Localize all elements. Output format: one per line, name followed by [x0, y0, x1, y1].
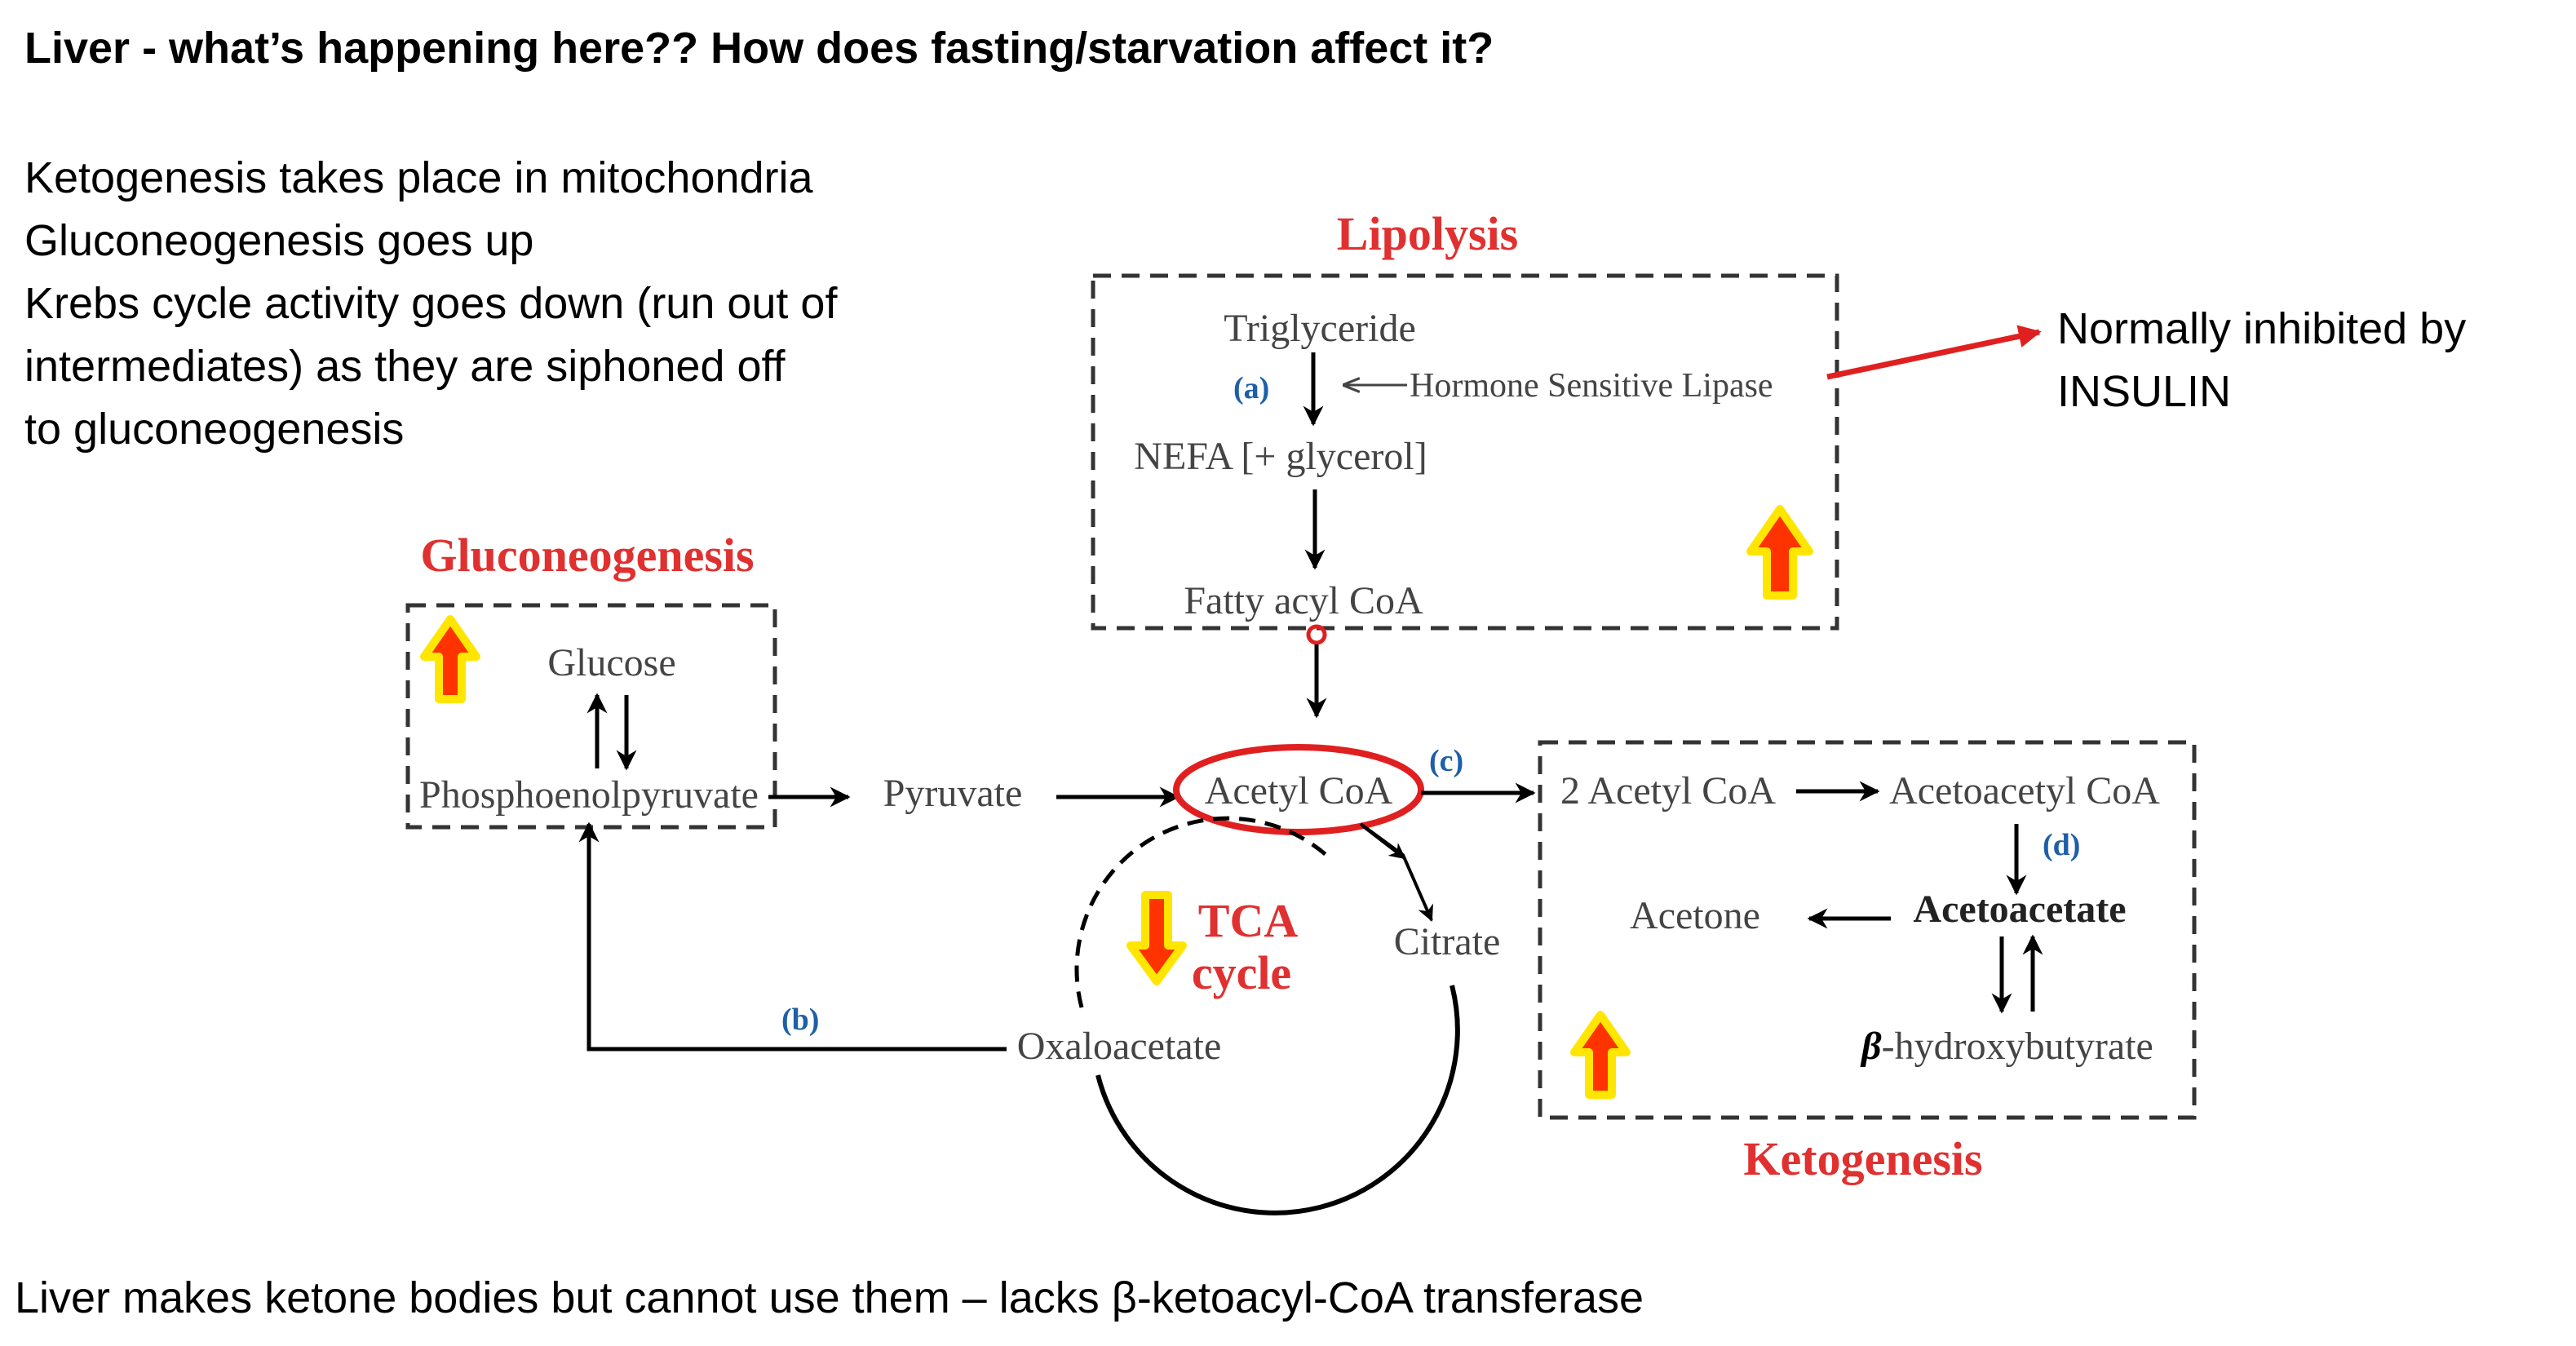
beta-hydroxybutyrate-label: β-hydroxybutyrate	[1860, 1025, 2153, 1068]
tca-cycle-dashed-arc	[1074, 816, 1330, 1008]
hydroxybutyrate-text: -hydroxybutyrate	[1882, 1025, 2153, 1068]
step-d-label: (d)	[2043, 828, 2080, 862]
oxaloacetate-to-pep-arrow	[578, 821, 1007, 1052]
tca-label-line2: cycle	[1192, 946, 1291, 999]
intro-line: Gluconeogenesis goes up	[24, 216, 534, 265]
ketogenesis-heading: Ketogenesis	[1743, 1132, 1982, 1185]
intro-line: Ketogenesis takes place in mitochondria	[24, 153, 813, 202]
insulin-note: Normally inhibited by INSULIN	[2057, 298, 2466, 423]
fatty-acyl-coa-label: Fatty acyl CoA	[1184, 579, 1423, 622]
page-title: Liver - what’s happening here?? How does…	[24, 24, 1494, 73]
hormone-sensitive-lipase-label: Hormone Sensitive Lipase	[1410, 367, 1773, 405]
footer-note: Liver makes ketone bodies but cannot use…	[15, 1273, 1644, 1322]
insulin-pointer-arrow	[1826, 325, 2042, 380]
insulin-note-line: INSULIN	[2057, 367, 2232, 416]
step-b-label: (b)	[781, 1003, 819, 1037]
intro-text: Ketogenesis takes place in mitochondria …	[24, 147, 837, 461]
gluconeogenesis-heading: Gluconeogenesis	[420, 529, 754, 582]
acetone-label: Acetone	[1630, 894, 1760, 937]
intro-line: to gluconeogenesis	[24, 405, 405, 454]
nefa-label: NEFA [+ glycerol]	[1134, 435, 1427, 478]
ketogenesis-box	[1538, 740, 2197, 1120]
tca-down-arrow-icon	[1126, 891, 1187, 985]
acetyl-to-citrate-arrow-tail	[1361, 824, 1406, 860]
step-a-label: (a)	[1233, 371, 1269, 405]
intro-line: Krebs cycle activity goes down (run out …	[24, 279, 838, 328]
lipolysis-up-arrow-icon	[1746, 505, 1813, 600]
lipolysis-heading: Lipolysis	[1337, 207, 1518, 260]
triglyceride-label: Triglyceride	[1224, 307, 1416, 350]
fatty-acyl-marker	[1306, 624, 1327, 645]
ketogenesis-up-arrow-icon	[1570, 1011, 1631, 1099]
citrate-label: Citrate	[1394, 920, 1501, 963]
tca-cycle-solid-arc	[1095, 985, 1460, 1215]
acetyl-to-citrate-arrow	[1359, 822, 1433, 922]
gluconeogenesis-up-arrow-icon	[420, 615, 480, 703]
acetoacetate-label: Acetoacetate	[1913, 888, 2126, 931]
step-c-label: (c)	[1429, 744, 1463, 778]
phosphoenolpyruvate-label: Phosphoenolpyruvate	[419, 773, 759, 817]
oxaloacetate-label: Oxaloacetate	[1017, 1025, 1222, 1068]
lipolysis-box	[1091, 273, 1839, 631]
acetyl-coa-highlight	[1173, 744, 1424, 835]
pyruvate-label: Pyruvate	[883, 772, 1023, 815]
intro-line: intermediates) as they are siphoned off	[24, 342, 786, 391]
two-acetyl-coa-label: 2 Acetyl CoA	[1560, 769, 1776, 812]
acetyl-coa-label: Acetyl CoA	[1205, 769, 1393, 812]
tca-label-line1: TCA	[1198, 894, 1299, 947]
acetoacetyl-coa-label: Acetoacetyl CoA	[1889, 769, 2160, 812]
glucose-label: Glucose	[547, 641, 675, 684]
insulin-note-line: Normally inhibited by	[2057, 304, 2467, 353]
beta-symbol: β	[1860, 1025, 1882, 1068]
